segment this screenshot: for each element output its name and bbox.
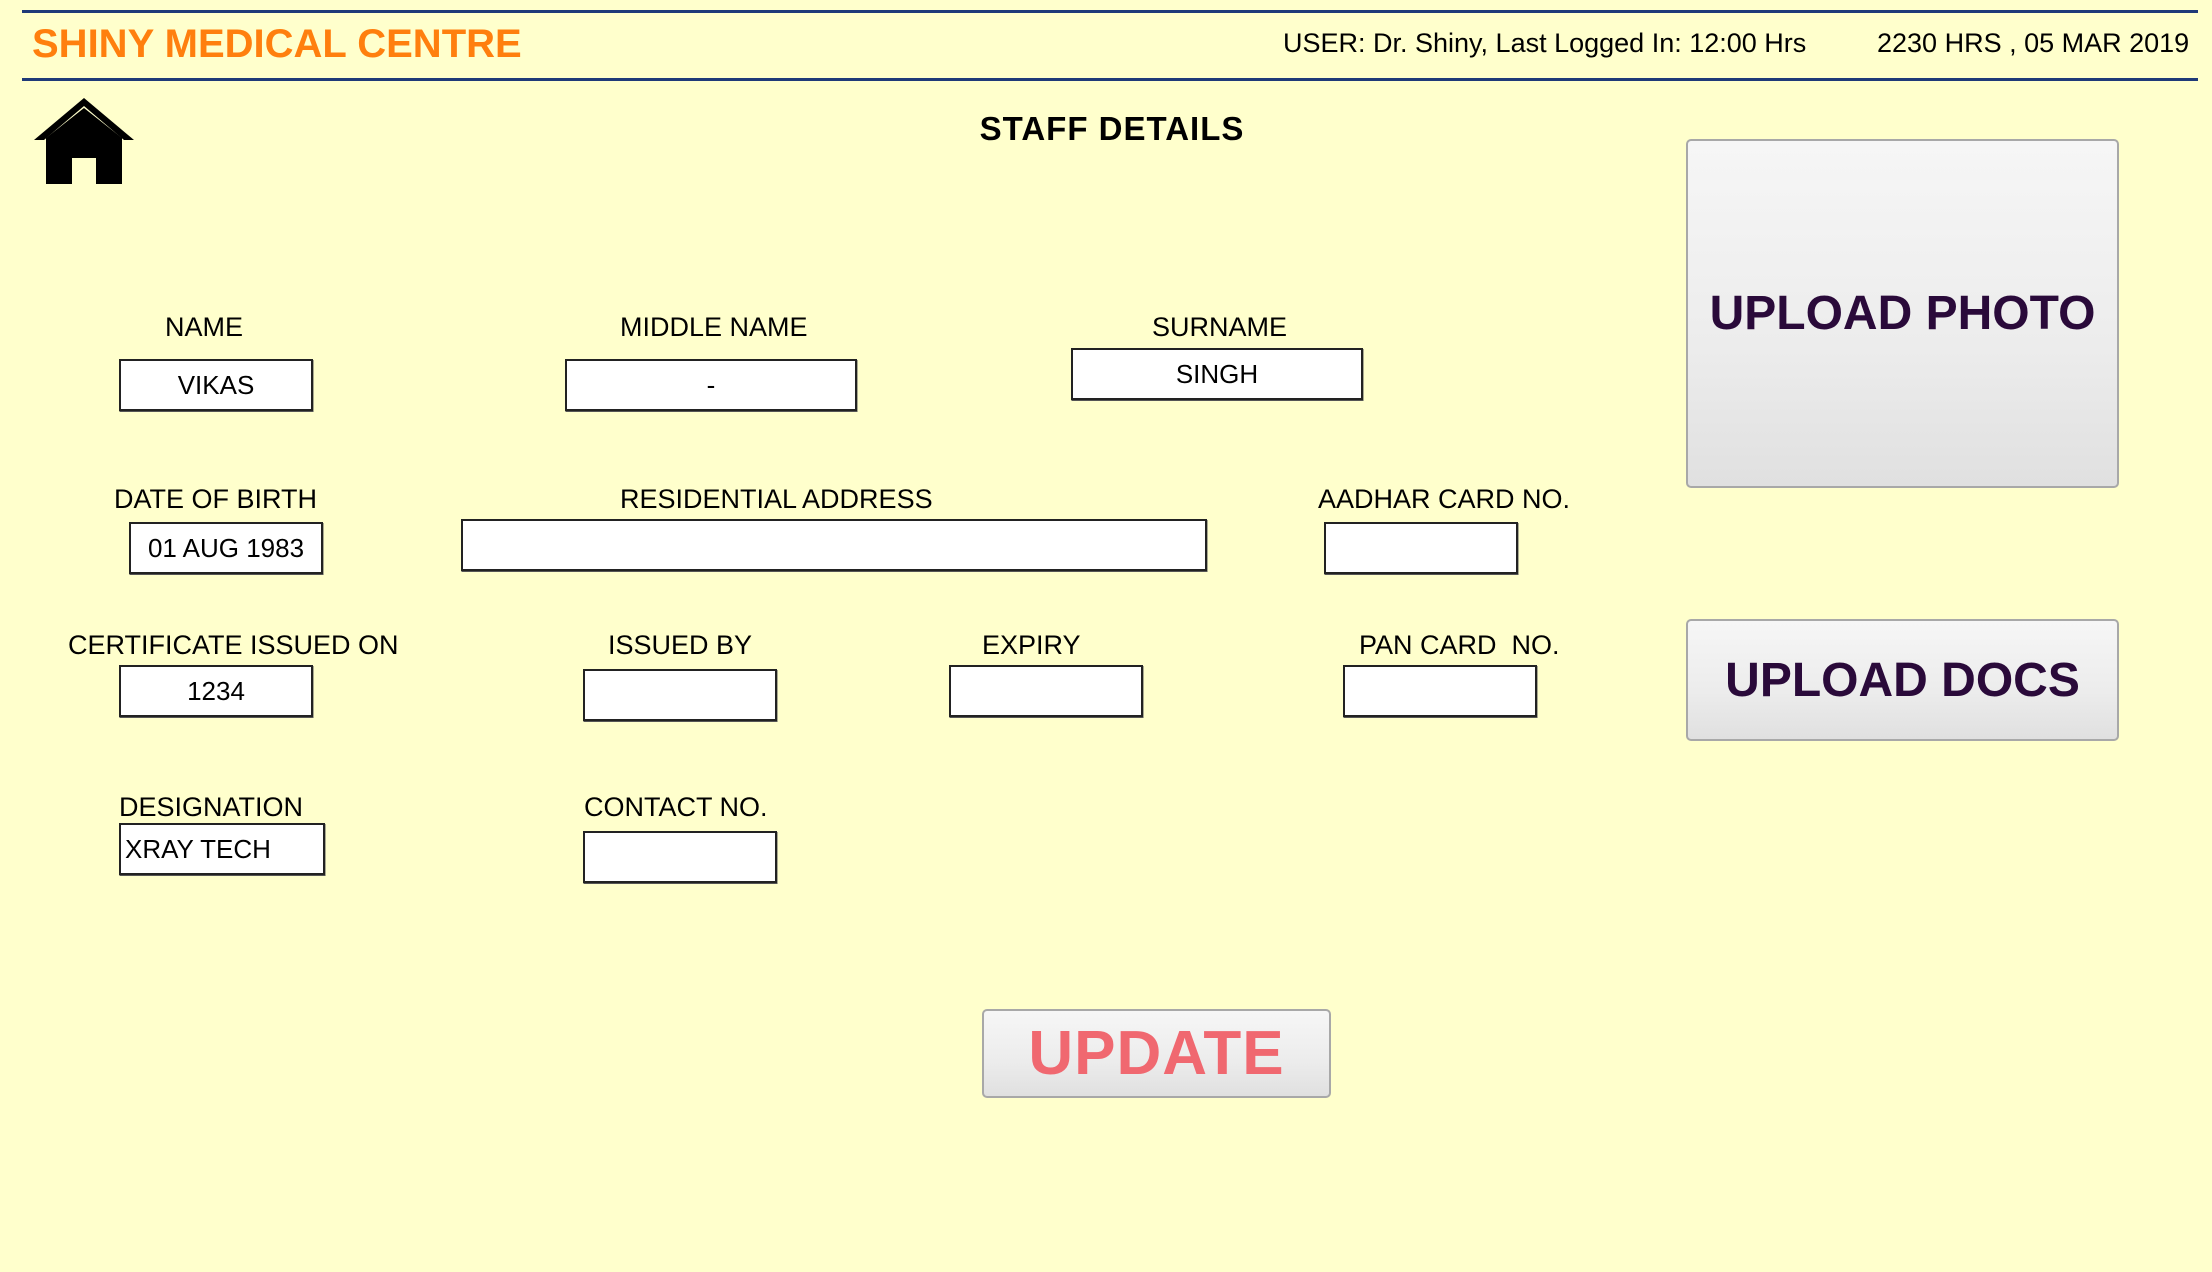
address-field[interactable] [461,519,1207,571]
pan-label: PAN CARD NO. [1359,630,1560,660]
middle-name-field[interactable] [565,359,857,411]
upload-docs-button[interactable]: UPLOAD DOCS [1686,619,2119,741]
expiry-field[interactable] [949,665,1143,717]
dob-field[interactable] [129,522,323,574]
name-field[interactable] [119,359,313,411]
issued-by-field[interactable] [583,669,777,721]
contact-label: CONTACT NO. [584,792,768,822]
app-title: SHINY MEDICAL CENTRE [32,22,522,66]
cert-issued-on-field[interactable] [119,665,313,717]
datetime: 2230 HRS , 05 MAR 2019 [1877,28,2190,58]
header-top-rule [22,10,2198,13]
aadhar-field[interactable] [1324,522,1518,574]
pan-field[interactable] [1343,665,1537,717]
home-icon[interactable] [30,92,138,188]
update-button[interactable]: UPDATE [982,1009,1331,1098]
middle-name-label: MIDDLE NAME [620,312,808,342]
dob-label: DATE OF BIRTH [114,484,318,514]
page-title: STAFF DETAILS [979,110,1245,147]
designation-field[interactable] [119,823,325,875]
designation-label: DESIGNATION [119,792,304,822]
user-info: USER: Dr. Shiny, Last Logged In: 12:00 H… [1283,28,1807,58]
header-bottom-rule [22,78,2198,81]
aadhar-label: AADHAR CARD NO. [1318,484,1571,514]
expiry-label: EXPIRY [982,630,1081,660]
upload-photo-button[interactable]: UPLOAD PHOTO [1686,139,2119,488]
cert-issued-on-label: CERTIFICATE ISSUED ON [68,630,399,660]
address-label: RESIDENTIAL ADDRESS [620,484,933,514]
issued-by-label: ISSUED BY [608,630,753,660]
surname-label: SURNAME [1152,312,1288,342]
name-label: NAME [165,312,244,342]
surname-field[interactable] [1071,348,1363,400]
contact-field[interactable] [583,831,777,883]
